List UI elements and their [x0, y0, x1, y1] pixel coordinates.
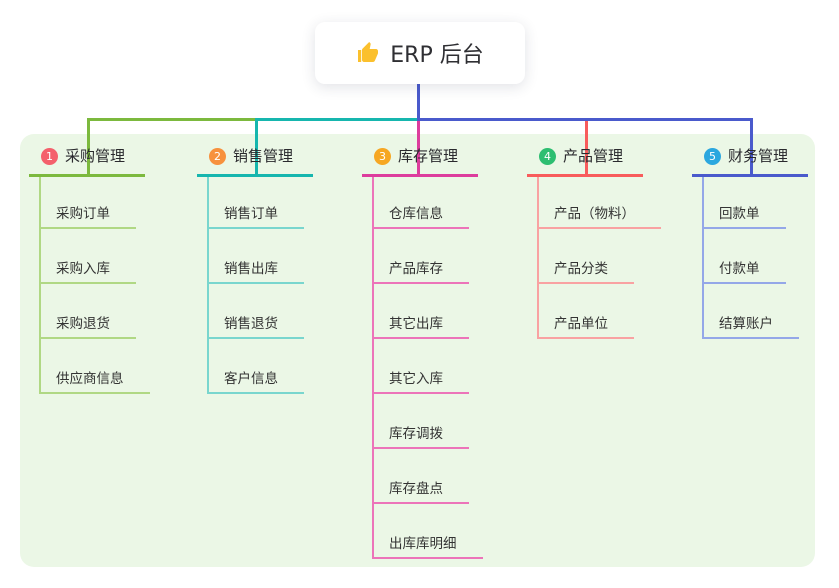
node-other-inbound[interactable]: 其它入库 — [372, 366, 469, 394]
connector-branch2-drop — [255, 118, 258, 174]
branch-number-badge: 5 — [704, 147, 721, 165]
branch-inventory[interactable]: 3 库存管理 — [362, 146, 479, 177]
node-stock-count[interactable]: 库存盘点 — [372, 476, 469, 504]
branch-title: 库存管理 — [398, 147, 459, 165]
node-purchase-inbound[interactable]: 采购入库 — [39, 256, 136, 284]
branch-finance-rail — [702, 177, 704, 339]
node-sales-outbound[interactable]: 销售出库 — [207, 256, 304, 284]
branch-sales-rail — [207, 177, 209, 394]
node-payment-doc[interactable]: 付款单 — [702, 256, 786, 284]
branch-title: 销售管理 — [233, 147, 294, 165]
branch-number-badge: 3 — [374, 147, 391, 165]
node-warehouse-info[interactable]: 仓库信息 — [372, 201, 469, 229]
branch-purchase-rail — [39, 177, 41, 394]
node-product-unit[interactable]: 产品单位 — [537, 311, 634, 339]
connector-branch1-drop — [87, 118, 90, 174]
branch-number-badge: 4 — [539, 147, 556, 165]
node-sales-return[interactable]: 销售退货 — [207, 311, 304, 339]
connector-branch5-drop — [750, 118, 753, 174]
node-settlement-account[interactable]: 结算账户 — [702, 311, 799, 339]
branch-product-rail — [537, 177, 539, 339]
branch-finance[interactable]: 5 财务管理 — [692, 146, 809, 177]
node-product-category[interactable]: 产品分类 — [537, 256, 634, 284]
node-product-stock[interactable]: 产品库存 — [372, 256, 469, 284]
root-title: ERP 后台 — [390, 43, 484, 68]
node-sales-order[interactable]: 销售订单 — [207, 201, 304, 229]
branch-product[interactable]: 4 产品管理 — [527, 146, 644, 177]
branch-purchase[interactable]: 1 采购管理 — [29, 146, 146, 177]
branches-panel — [20, 134, 815, 567]
branch-title: 财务管理 — [728, 147, 789, 165]
node-stock-transfer[interactable]: 库存调拨 — [372, 421, 469, 449]
connector-branch5-horizontal — [420, 118, 753, 121]
branch-sales[interactable]: 2 销售管理 — [197, 146, 314, 177]
branch-number-badge: 2 — [209, 147, 226, 165]
connector-branch3-drop — [417, 118, 420, 174]
branch-inventory-rail — [372, 177, 374, 559]
connector-branch2-horizontal — [255, 118, 420, 121]
connector-root-stem — [417, 84, 420, 121]
node-product-material[interactable]: 产品（物料） — [537, 201, 661, 229]
node-other-outbound[interactable]: 其它出库 — [372, 311, 469, 339]
node-customer-info[interactable]: 客户信息 — [207, 366, 304, 394]
branch-title: 采购管理 — [65, 147, 126, 165]
root-node[interactable]: ERP 后台 — [315, 22, 525, 84]
connector-branch1-horizontal — [87, 118, 420, 121]
branch-title: 产品管理 — [563, 147, 624, 165]
node-outbound-detail[interactable]: 出库库明细 — [372, 531, 483, 559]
node-purchase-return[interactable]: 采购退货 — [39, 311, 136, 339]
branch-number-badge: 1 — [41, 147, 58, 165]
thumbs-up-icon — [356, 41, 380, 65]
node-receipt-doc[interactable]: 回款单 — [702, 201, 786, 229]
connector-branch4-drop — [585, 118, 588, 174]
node-purchase-order[interactable]: 采购订单 — [39, 201, 136, 229]
node-supplier-info[interactable]: 供应商信息 — [39, 366, 150, 394]
